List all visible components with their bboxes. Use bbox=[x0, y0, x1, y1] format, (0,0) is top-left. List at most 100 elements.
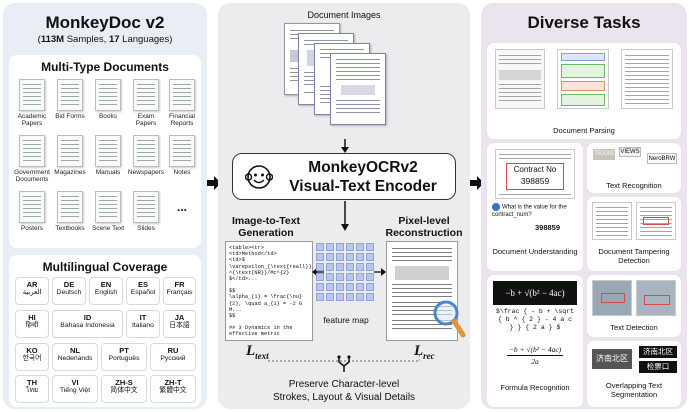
arrow-left-icon bbox=[312, 268, 324, 276]
monkeydoc-title: MonkeyDoc v2 bbox=[45, 13, 165, 32]
doc-type-item: Exam Papers bbox=[127, 79, 165, 127]
text-output-line: ## 3 Dynamics in the bbox=[229, 325, 293, 332]
language-code: JA bbox=[174, 313, 185, 322]
language-name: Tiếng Việt bbox=[59, 387, 91, 394]
feature-map-cell bbox=[356, 283, 364, 291]
parsing-input-page bbox=[495, 49, 545, 109]
task-text-recognition: TEXAS VIEWS NeroBRW Text Recognition bbox=[587, 143, 681, 193]
language-name: Bahasa Indonesia bbox=[60, 322, 115, 329]
recog-word-3: NeroBRW bbox=[647, 153, 677, 164]
text-output-line: $$ bbox=[229, 313, 236, 320]
text-output-line: <td>$ \varepsilon_{\text{reall}} bbox=[229, 257, 312, 270]
doc-type-label: Slides bbox=[137, 225, 155, 232]
reconstruction-loss-label: Lrec bbox=[414, 343, 435, 361]
doc-type-label: Notes bbox=[173, 169, 191, 176]
doc-type-label: Scene Text bbox=[91, 225, 125, 232]
doc-type-label: Magazines bbox=[54, 169, 86, 176]
doc-thumbnail bbox=[95, 135, 121, 167]
language-name: English bbox=[94, 289, 118, 296]
doc-type-label: Textbooks bbox=[55, 225, 85, 232]
language-name: Français bbox=[166, 289, 193, 296]
doc-type-label: Bid Forms bbox=[55, 113, 85, 120]
feature-map-cell bbox=[366, 273, 374, 281]
task-text-detection: Text Detection bbox=[587, 275, 681, 337]
segmentation-label: Overlapping Text Segmentation bbox=[605, 381, 663, 399]
task-document-parsing: Document Parsing bbox=[487, 43, 681, 139]
doc-type-item: Books bbox=[89, 79, 127, 120]
preserve-caption-line2: Strokes, Layout & Visual Details bbox=[272, 392, 416, 403]
feature-map-cell bbox=[356, 243, 364, 251]
doc-thumbnail bbox=[133, 135, 159, 167]
language-code: DE bbox=[63, 280, 75, 289]
feature-map-cell bbox=[336, 263, 344, 271]
text-output-line: effective metric bbox=[229, 331, 280, 338]
feature-map-cell bbox=[316, 253, 324, 261]
contract-number: 398859 bbox=[520, 176, 550, 186]
task-tampering-detection: Document Tampering Detection bbox=[587, 197, 681, 271]
formula-image: −b + √(b² − 4ac) bbox=[493, 281, 577, 305]
document-image-4 bbox=[330, 53, 386, 125]
doc-type-label: Government Documents bbox=[14, 169, 50, 183]
diverse-tasks-title: Diverse Tasks bbox=[527, 13, 641, 32]
detection-image-2 bbox=[636, 280, 676, 316]
document-parsing-label: Document Parsing bbox=[553, 126, 615, 135]
encoder-panel: Document Images MonkeyOCRv2 Visual-Text … bbox=[218, 3, 470, 409]
languages-count: 17 bbox=[108, 34, 120, 45]
feature-map-cell bbox=[346, 263, 354, 271]
merge-icon bbox=[337, 355, 351, 372]
text-loss-label: Ltext bbox=[246, 343, 269, 361]
formula-recognition-label: Formula Recognition bbox=[500, 383, 570, 392]
tamper-original bbox=[592, 202, 632, 240]
language-name: हिन्दी bbox=[25, 322, 39, 329]
feature-map-cell bbox=[326, 273, 334, 281]
feature-map-cell bbox=[336, 273, 344, 281]
language-code: ZH-T bbox=[164, 378, 182, 387]
feature-map-cell bbox=[356, 293, 364, 301]
feature-map-cell bbox=[316, 263, 324, 271]
diverse-tasks-panel: Diverse Tasks Document Parsing Contract … bbox=[481, 3, 687, 409]
doc-thumbnail bbox=[19, 79, 45, 111]
contract-label: Contract No bbox=[513, 165, 557, 174]
encoder-name: MonkeyOCRv2 bbox=[308, 159, 418, 176]
feature-map-cell bbox=[366, 263, 374, 271]
arrow-down-icon bbox=[341, 139, 349, 153]
doc-type-item: Magazines bbox=[51, 135, 89, 176]
feature-map-cell bbox=[336, 253, 344, 261]
loss-connector bbox=[268, 353, 420, 362]
feature-map-cell bbox=[346, 243, 354, 251]
document-understanding-label: Document Understanding bbox=[492, 247, 578, 256]
arrow-right-icon bbox=[374, 268, 386, 276]
doc-thumbnail bbox=[57, 79, 83, 111]
language-code: ID bbox=[83, 313, 92, 322]
doc-type-item: Slides bbox=[127, 191, 165, 232]
language-code: VI bbox=[71, 378, 79, 387]
arrow-right-icon bbox=[470, 176, 484, 190]
monkey-icon bbox=[245, 165, 273, 189]
feature-map-cell bbox=[316, 293, 324, 301]
recog-word-1: TEXAS bbox=[593, 149, 615, 160]
formula-rendered-bottom: 2a bbox=[531, 357, 539, 366]
doc-type-label: Academic Papers bbox=[17, 113, 47, 127]
monkeydoc-subtitle: (113M Samples, 17 Languages) bbox=[37, 34, 173, 45]
feature-map-cell bbox=[336, 243, 344, 251]
doc-thumbnail bbox=[95, 191, 121, 223]
feature-map-cell bbox=[316, 243, 324, 251]
text-output-line: ^{\text{NR}}/Mc^{2} $</td>... bbox=[229, 269, 290, 283]
doc-type-label: Posters bbox=[20, 225, 44, 232]
encoder-subtitle: Visual-Text Encoder bbox=[289, 178, 437, 195]
question-text: What is the value for the contract_num? bbox=[492, 204, 567, 218]
magnifier-icon bbox=[433, 300, 466, 338]
feature-map-cell bbox=[366, 293, 374, 301]
